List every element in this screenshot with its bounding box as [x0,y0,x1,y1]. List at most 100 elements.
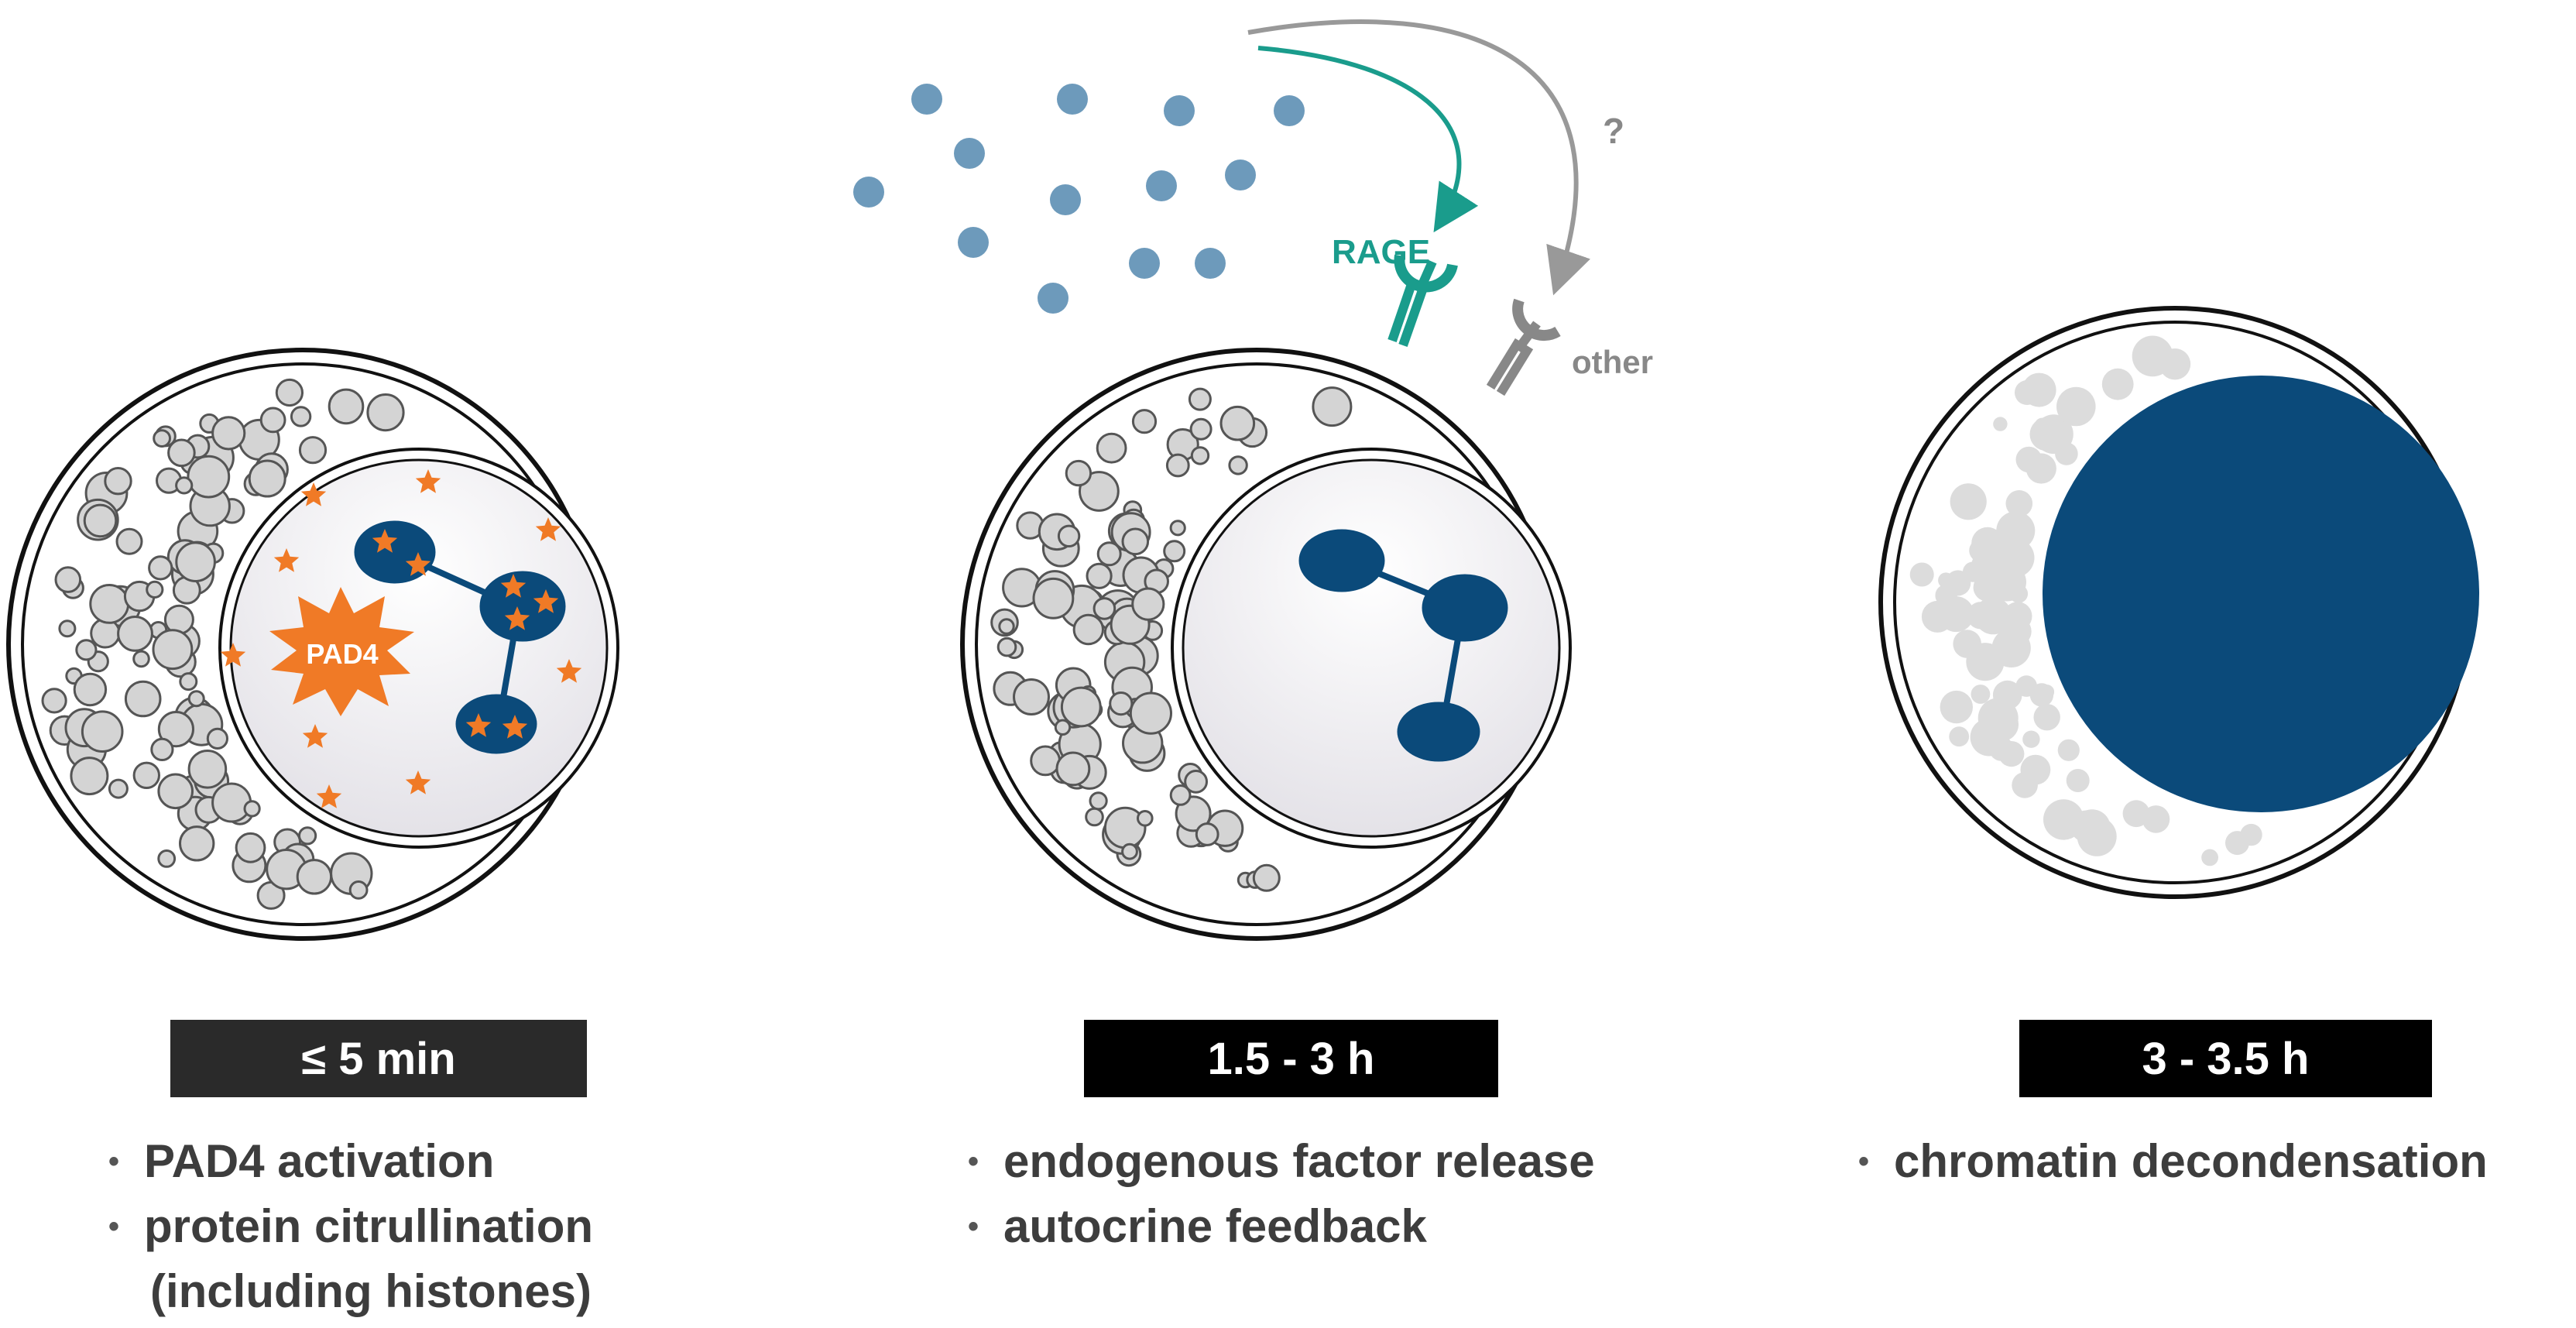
chromatin-lobes [1298,529,1508,762]
granule [2029,417,2063,451]
factor-particle [1195,248,1226,279]
granule [2025,453,2056,484]
time-label-box-2: 1.5 - 3 h [1084,1020,1498,1097]
star-icon [220,643,246,667]
granule [1165,453,1190,478]
granule [1096,432,1127,464]
granule [146,580,164,599]
star-icon [500,574,527,598]
other-receptor-icon [1486,298,1561,396]
granule [41,688,67,714]
granule [1184,770,1208,794]
granule [1950,483,1987,520]
bullet-item: •chromatin decondensation [1858,1129,2488,1194]
granule [104,467,132,496]
granule [157,773,194,810]
bullet-text: protein citrullination [144,1200,593,1252]
granule [1131,409,1158,434]
granule [2009,584,2029,603]
granule [2122,800,2150,828]
granule [179,672,198,691]
star-icon [273,548,300,572]
time-label: ≤ 5 min [301,1033,456,1084]
citrulline-stars [220,469,582,808]
star-icon [533,589,559,613]
star-icon [300,482,327,506]
granule [153,429,172,448]
granule [1195,822,1219,846]
bullet-text: autocrine feedback [1003,1200,1427,1252]
granule [1055,751,1091,787]
rage-feedback-arrow [1257,46,1479,233]
granule [167,438,196,468]
granule [1163,540,1186,563]
granule [1057,524,1081,547]
granule [157,849,177,868]
granule [150,737,174,762]
bullet-marker: • [1858,1144,1870,1179]
granule [248,459,286,498]
factor-particle [1057,84,1088,115]
bullet-item: • autocrine feedback [968,1194,1595,1259]
granule [2057,739,2080,761]
chromatin-lobe [1397,702,1480,762]
granule [1169,784,1192,806]
granule [187,690,205,708]
bullet-marker: • [968,1210,979,1244]
factor-particle [1050,184,1081,215]
granules [41,378,405,910]
granule [1013,678,1050,715]
pad4-label: PAD4 [306,638,378,670]
granule [132,761,161,789]
bullet-marker: • [108,1144,120,1179]
granule [1949,726,1970,747]
star-icon [405,552,431,576]
granule [175,541,216,583]
granule [275,378,304,407]
granule [1228,455,1248,475]
star-icon [405,770,431,794]
granule [1054,719,1072,736]
granule [179,825,215,862]
decondensed-chromatin [2043,376,2479,812]
granule [328,388,365,425]
factor-particle [1038,283,1068,314]
granule [211,782,252,823]
rage-receptor-icon [1387,254,1458,347]
granule [175,476,194,495]
unknown-feedback-arrow [1247,19,1590,296]
granule [81,710,124,753]
granule [2033,704,2060,731]
endogenous-factors [853,84,1305,314]
granules [990,386,1353,892]
star-icon [556,659,582,683]
granule [89,584,130,624]
granule [1971,685,1991,704]
bullet-text: PAD4 activation [144,1135,495,1187]
granule [124,680,162,718]
chromatin-lobe [455,694,537,754]
granules [1909,335,2262,866]
granule [54,566,82,593]
factor-particle [1129,248,1160,279]
granule [2020,754,2051,785]
granule [348,880,369,900]
granule [70,757,109,796]
granule [366,393,405,432]
granule [298,436,328,465]
bullet-item: • PAD4 activation [108,1129,593,1194]
granule [187,750,228,789]
granule [148,555,173,581]
granule [211,416,246,451]
granule [2201,849,2219,866]
granule [1137,810,1154,827]
granule [1121,527,1150,556]
bullet-continuation: (including histones) [150,1265,592,1317]
factor-particle [911,84,942,115]
granule [2055,442,2078,465]
granule [1971,527,2004,560]
granule [1032,577,1075,619]
granule [108,778,129,799]
